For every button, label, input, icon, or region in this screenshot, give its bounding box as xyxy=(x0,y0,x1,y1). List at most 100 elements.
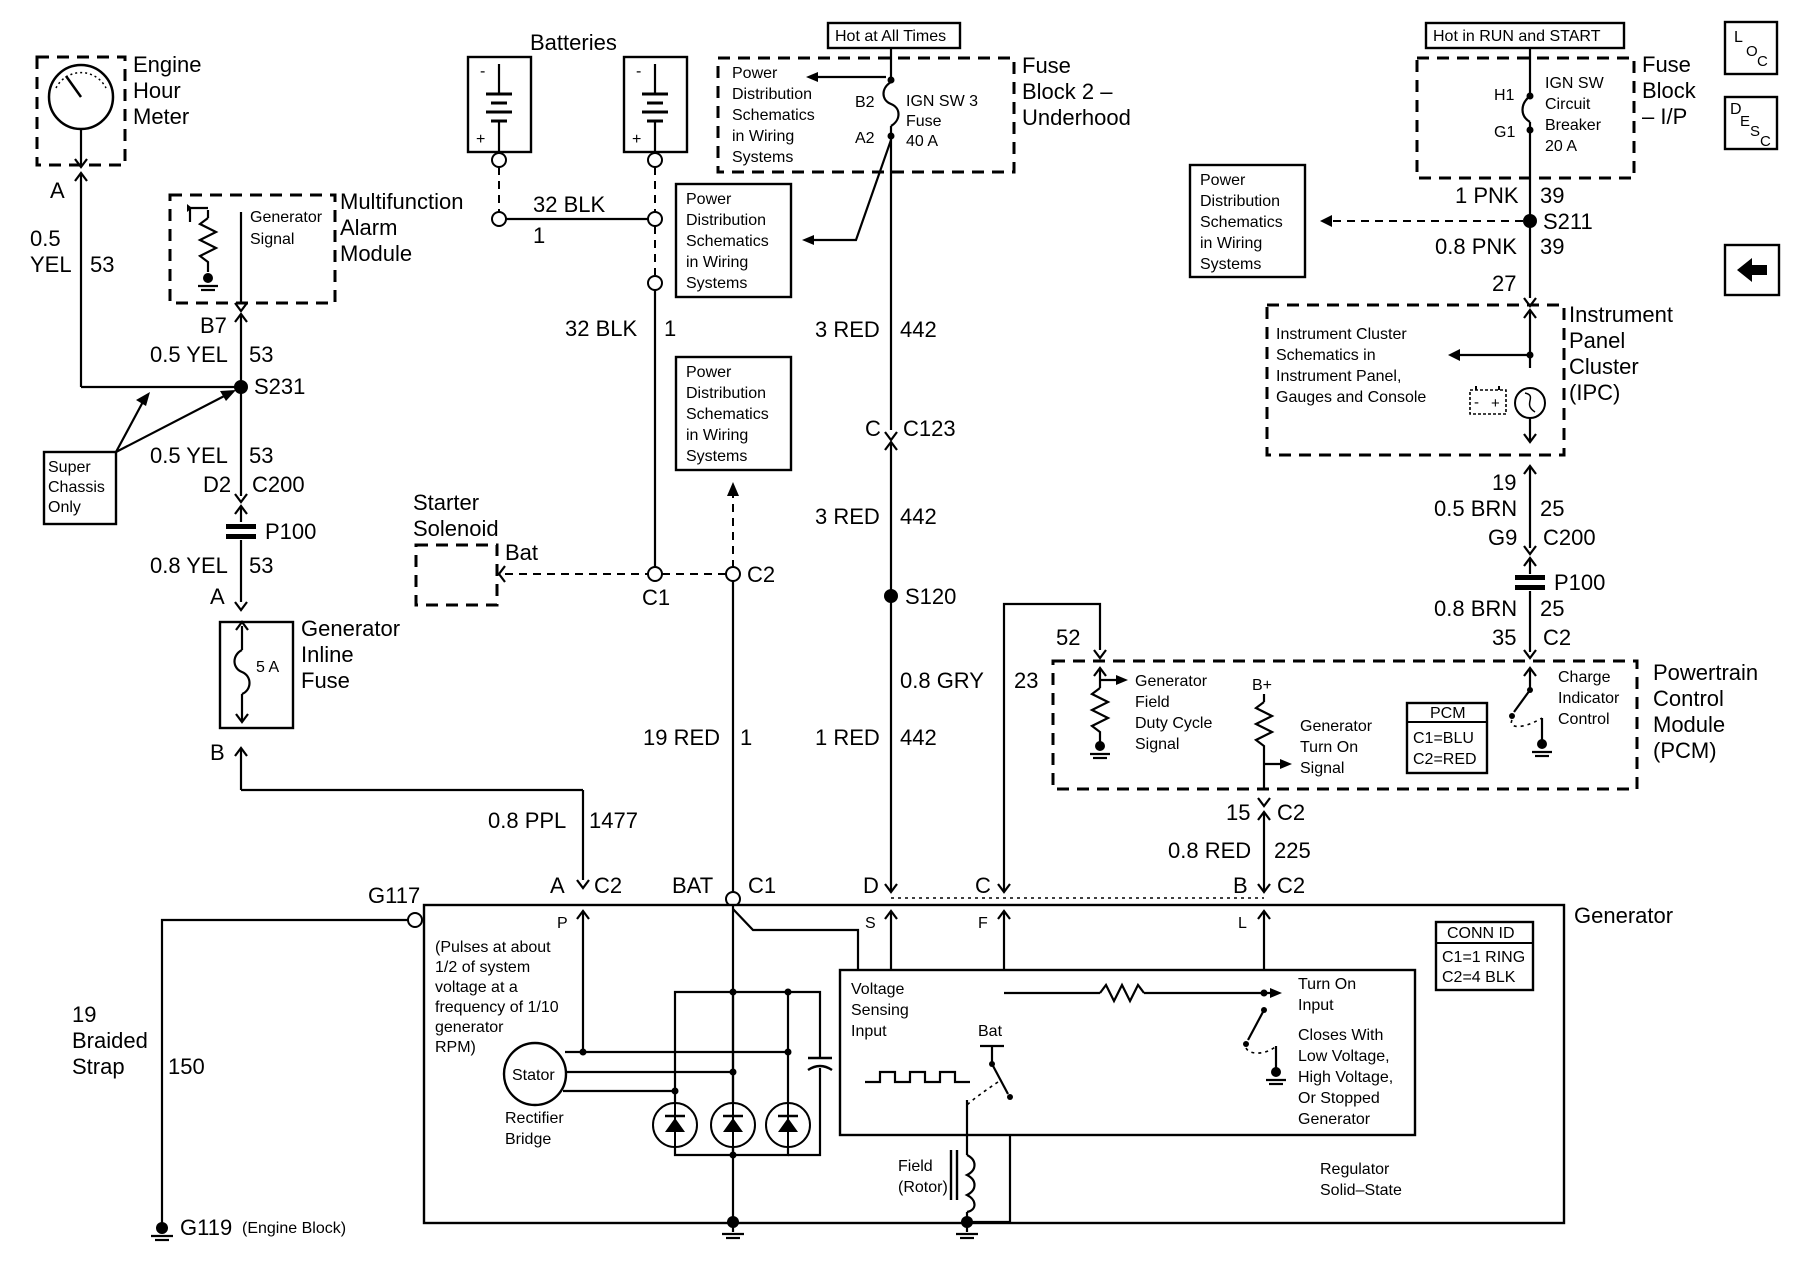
pds4-line3: Schematics xyxy=(1200,214,1283,231)
charge-indicator-line2: Indicator xyxy=(1558,690,1620,707)
ign-sw3-line2: Fuse xyxy=(906,113,942,130)
wire-p100-circuit: 53 xyxy=(249,553,273,578)
regulator-switch-icon xyxy=(991,1063,1009,1095)
pds2-line4: in Wiring xyxy=(686,427,748,444)
pds3-line4: in Wiring xyxy=(732,128,794,145)
svg-text:+: + xyxy=(1491,395,1500,412)
pds2-line1: Power xyxy=(686,364,732,381)
ipc-inner-line1: Instrument Cluster xyxy=(1276,326,1407,343)
diode-icon-2 xyxy=(710,1102,756,1148)
loc-button[interactable]: L O C xyxy=(1723,20,1779,76)
pcm-line2: Control xyxy=(1653,686,1724,711)
multifunction-alarm-module: Generator Signal Multifunction Alarm Mod… xyxy=(168,189,464,305)
g119-label: G119 xyxy=(180,1215,232,1240)
ign-sw3-fuse-icon xyxy=(882,81,900,127)
pds2-line2: Distribution xyxy=(686,385,766,402)
mam-pin-b7: B7 xyxy=(200,313,227,338)
wire-gry-circuit: 23 xyxy=(1014,668,1038,693)
battery-left: - + xyxy=(466,55,533,154)
starter-solenoid-box xyxy=(414,543,499,607)
field-resistor-icon xyxy=(1089,687,1111,742)
pulses-line2: 1/2 of system xyxy=(435,959,530,976)
field-rotor-line2: (Rotor) xyxy=(898,1179,948,1196)
wire-1pnk-circuit: 39 xyxy=(1540,183,1564,208)
rectifier-bridge xyxy=(652,988,833,1159)
pds4-line5: Systems xyxy=(1200,256,1261,273)
wire-3red-top-circuit: 442 xyxy=(900,317,937,342)
svg-text:+: + xyxy=(476,131,485,148)
wire-gry: 0.8 GRY xyxy=(900,668,984,693)
ipc-pin-19: 19 xyxy=(1492,470,1516,495)
mam-line1: Multifunction xyxy=(340,189,464,214)
svg-text:+: + xyxy=(632,131,641,148)
wire-p100-size: 0.8 YEL xyxy=(150,553,228,578)
conn-id-box xyxy=(1434,920,1535,992)
b-plus: B+ xyxy=(1252,677,1272,694)
gen-conn-c2-a: C2 xyxy=(594,873,622,898)
svg-text:-: - xyxy=(636,63,641,80)
voltage-sensing-line1: Voltage xyxy=(851,981,904,998)
fuse-pin-a: A xyxy=(210,584,225,609)
ign-sw3-line1: IGN SW 3 xyxy=(906,93,978,110)
pds3-line5: Systems xyxy=(732,149,793,166)
rotor-coil-icon xyxy=(964,1154,976,1214)
wire-ppl-size: 0.8 PPL xyxy=(488,808,566,833)
pcm-line1: Powertrain xyxy=(1653,660,1758,685)
engine-hour-meter-line2: Hour xyxy=(133,78,181,103)
battery-right: - + xyxy=(622,55,689,154)
desc-button[interactable]: D E S C xyxy=(1723,95,1779,151)
starter-bat-label: Bat xyxy=(505,540,538,565)
pds3-line3: Schematics xyxy=(732,107,815,124)
splice-s120: S120 xyxy=(905,584,956,609)
wire-08pnk: 0.8 PNK xyxy=(1435,234,1517,259)
voltage-sensing-line2: Sensing xyxy=(851,1002,909,1019)
wire-meter-circuit: 53 xyxy=(90,252,114,277)
ipc-line2: Panel xyxy=(1569,328,1625,353)
back-button[interactable] xyxy=(1723,243,1781,297)
generator-assembly: Generator P S F L (Pulses at about 1/2 o… xyxy=(422,903,1673,1240)
conn-id-title: CONN ID xyxy=(1447,925,1515,942)
wire-mam-circuit: 53 xyxy=(249,342,273,367)
hot-run-start-box xyxy=(1424,21,1626,50)
pcm-line3: Module xyxy=(1653,712,1725,737)
pcm-pin-15: 15 xyxy=(1226,800,1250,825)
rectifier-line1: Rectifier xyxy=(505,1110,564,1127)
wire-ppl-circuit: 1477 xyxy=(589,808,638,833)
gen-turn-on-line2: Turn On xyxy=(1300,739,1358,756)
turn-on-input-line2: Input xyxy=(1298,997,1334,1014)
pin-h1: H1 xyxy=(1494,87,1515,104)
fuse-block2-line2: Block 2 – xyxy=(1022,79,1113,104)
hot-run-start: Hot in RUN and START xyxy=(1433,28,1601,45)
braided-circuit: 150 xyxy=(168,1054,205,1079)
ipc-inner-line2: Schematics in xyxy=(1276,347,1376,364)
desc-d: D xyxy=(1730,101,1742,118)
p100-right-connector-icon xyxy=(1515,575,1545,590)
regulator-line1: Regulator xyxy=(1320,1161,1390,1178)
wire-32blk-top: 32 BLK xyxy=(533,192,605,217)
pds2-line5: Systems xyxy=(686,448,747,465)
loc-l: L xyxy=(1734,29,1743,46)
splice-s231-dot xyxy=(234,380,248,394)
back-arrow-icon xyxy=(1737,258,1767,282)
super-chassis-box xyxy=(42,450,118,526)
power-distribution-box-1: Power Distribution Schematics in Wiring … xyxy=(674,182,793,299)
splice-s120-dot xyxy=(884,589,898,603)
super-chassis-line1: Super xyxy=(48,459,91,476)
hot-at-all-times: Hot at All Times xyxy=(835,28,946,45)
pulses-line1: (Pulses at about xyxy=(435,939,551,956)
gen-pin-b: B xyxy=(1233,873,1248,898)
rectifier-line2: Bridge xyxy=(505,1131,551,1148)
pds3-line2: Distribution xyxy=(732,86,812,103)
wire-brn: 0.5 BRN xyxy=(1434,496,1517,521)
battery-warning-icon: - + xyxy=(1469,386,1507,415)
p100-left: P100 xyxy=(265,519,316,544)
turn-on-input-resistor-icon xyxy=(1099,982,1145,1004)
braided-line3: Strap xyxy=(72,1054,125,1079)
conn-c123-pin: C xyxy=(865,416,881,441)
diode-icon-1 xyxy=(652,1102,698,1148)
mam-line2: Alarm xyxy=(340,215,397,240)
starter-solenoid-line2: Solenoid xyxy=(413,516,499,541)
pcm-id-box xyxy=(1405,701,1489,775)
ipc-pin-27: 27 xyxy=(1492,271,1516,296)
conn-id-c2: C2=4 BLK xyxy=(1442,969,1516,986)
